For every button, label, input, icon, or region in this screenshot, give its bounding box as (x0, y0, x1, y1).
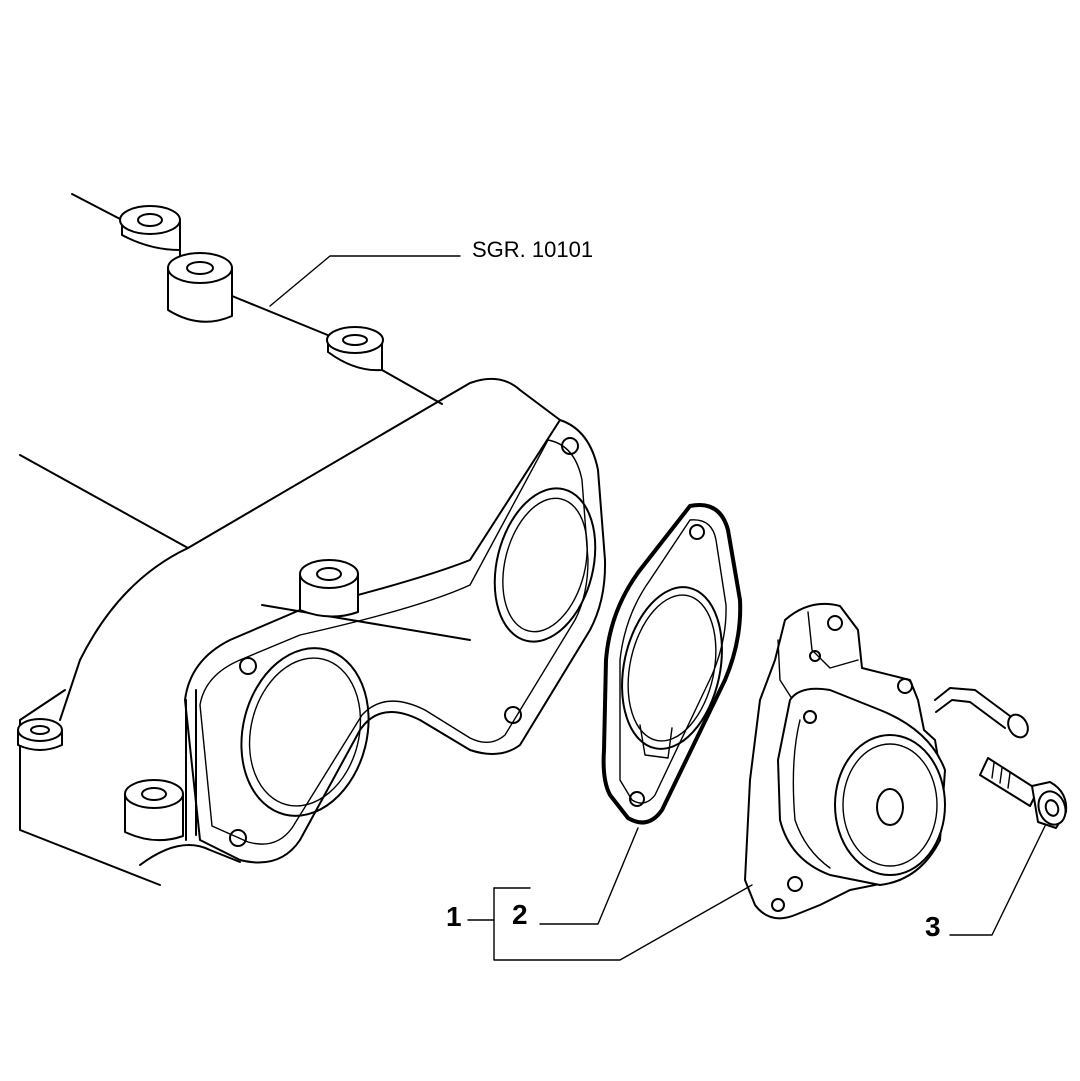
boss-6 (17, 718, 63, 751)
callout-3: 3 (925, 911, 941, 942)
gasket (601, 503, 743, 825)
cylinder-head (17, 193, 607, 886)
leader-lines (269, 255, 1046, 961)
boss-3 (326, 326, 384, 372)
reference-label: SGR. 10101 (472, 237, 593, 262)
boss-5 (124, 779, 184, 842)
boss-4 (299, 559, 359, 618)
callout-2: 2 (512, 899, 528, 930)
vacuum-pump (744, 602, 1029, 920)
boss-1 (119, 205, 181, 251)
callout-1: 1 (446, 901, 462, 932)
boss-2 (167, 252, 233, 323)
bolt (979, 757, 1068, 829)
